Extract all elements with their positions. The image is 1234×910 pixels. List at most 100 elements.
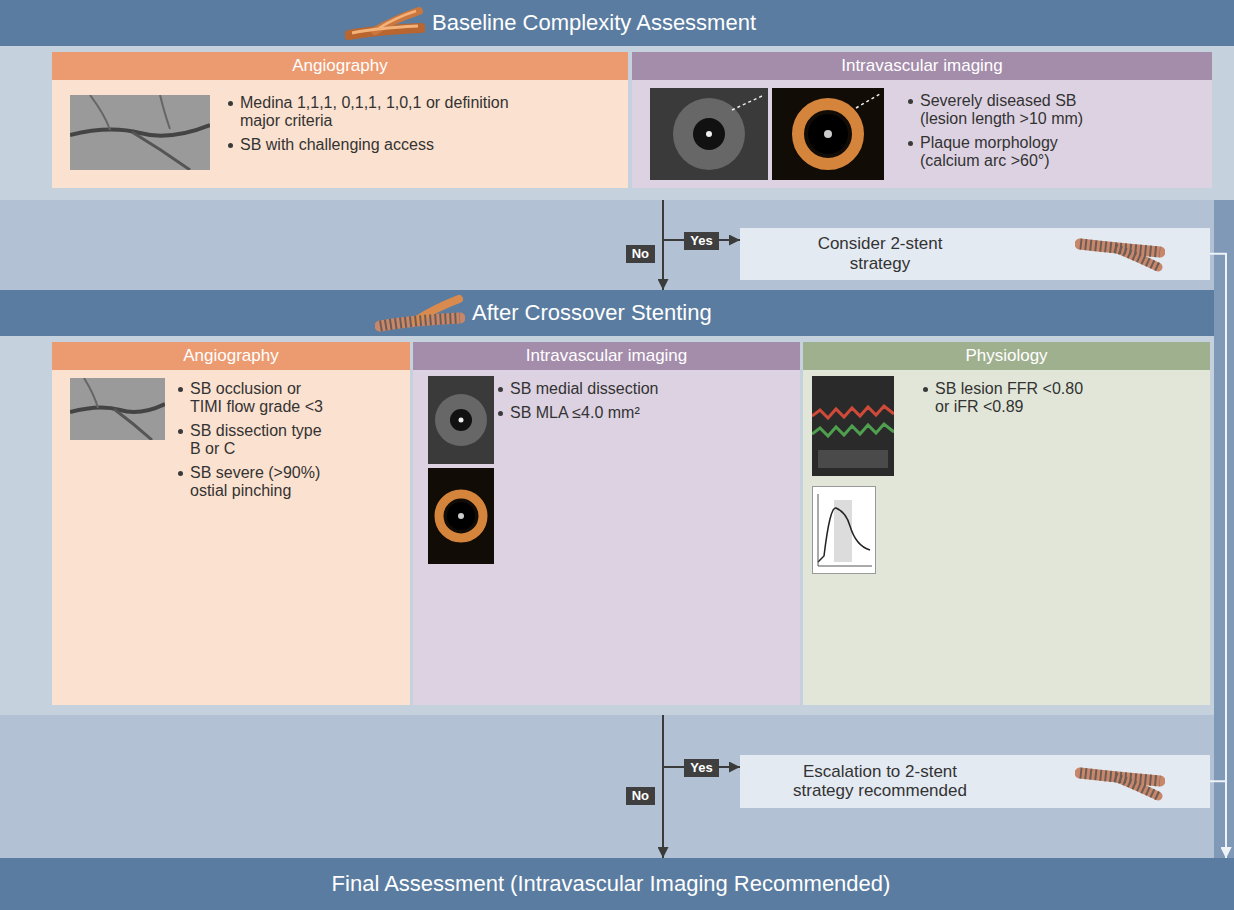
label-text: SB severe (>90%) ostial pinching — [190, 464, 336, 500]
vessel-highlight — [379, 11, 416, 28]
label-text: SB medial dissection — [510, 380, 780, 398]
angiogram-vessel — [84, 378, 98, 408]
ivus-catheter — [459, 418, 464, 423]
label-text: Escalation to 2-stent strategy recommend… — [788, 762, 973, 801]
ivus-image — [428, 376, 494, 464]
angiogram-vessel — [90, 95, 110, 130]
bullet-row: SB MLA ≤4.0 mm² — [510, 404, 780, 422]
bullet-dot — [228, 143, 233, 148]
ivus-lumen — [693, 118, 725, 150]
pressure-graph — [812, 486, 876, 574]
oct-wall — [439, 494, 483, 538]
bullet-dot — [923, 387, 928, 392]
bullet-row: SB with challenging access — [240, 136, 540, 154]
bullet-list: SB lesion FFR <0.80 or iFR <0.89 — [935, 380, 1093, 422]
section-band: Baseline Complexity AssessmentAngiograph… — [0, 0, 1234, 200]
angiogram-vessel — [132, 132, 190, 170]
stent-icon — [1075, 232, 1165, 272]
oct-lumen — [447, 502, 475, 530]
oct-ground — [428, 468, 494, 564]
label-text: No — [626, 787, 655, 805]
tracing-panel — [818, 450, 888, 468]
label-text: SB occlusion or TIMI flow grade <3 — [190, 380, 336, 416]
label-text: Consider 2-stent strategy — [805, 234, 955, 273]
label-text: Severely diseased SB (lesion length >10 … — [920, 92, 1105, 128]
oct-catheter — [824, 130, 832, 138]
stent-mesh — [1115, 248, 1158, 267]
angiogram-vessel — [114, 409, 152, 440]
label-text: After Crossover Stenting — [472, 300, 712, 326]
bullet-row: SB lesion FFR <0.80 or iFR <0.89 — [935, 380, 1093, 416]
criteria-panel: Angiography SB occlusion or TIMI flow gra… — [52, 342, 410, 705]
criteria-panel: Intravascular imagingSB medial dissectio… — [413, 342, 800, 705]
ivus-measure — [732, 96, 762, 110]
ivus-catheter — [706, 131, 712, 137]
oct-ground — [772, 88, 884, 180]
angiogram-ground — [70, 95, 210, 170]
label-text: SB dissection type B or C — [190, 422, 336, 458]
bullet-row: Severely diseased SB (lesion length >10 … — [920, 92, 1105, 128]
oct-lumen — [808, 114, 848, 154]
vessel-icon — [345, 5, 425, 41]
connector — [662, 200, 664, 290]
ivus-ground — [650, 88, 768, 180]
oct-catheter — [458, 513, 464, 519]
box-text-holder: Consider 2-stent strategy — [780, 228, 980, 280]
bullet-row: SB occlusion or TIMI flow grade <3 — [190, 380, 336, 416]
ivus-ground — [428, 376, 494, 464]
graph-curve — [818, 508, 870, 562]
bullet-dot — [178, 471, 183, 476]
bullet-row: SB severe (>90%) ostial pinching — [190, 464, 336, 500]
angiogram-image — [70, 378, 165, 440]
bullet-list: SB occlusion or TIMI flow grade <3 SB dis… — [190, 380, 336, 505]
decision-result-box: Consider 2-stent strategy — [740, 228, 1210, 280]
bullet-dot — [908, 141, 913, 146]
bullet-row: Plaque morphology (calcium arc >60°) — [920, 134, 1105, 170]
label-text: Final Assessment (Intravascular Imaging … — [332, 871, 891, 897]
stent-mesh — [380, 318, 460, 326]
stent-vessel-icon — [375, 294, 465, 334]
decision-result-box: Escalation to 2-stent strategy recommend… — [740, 755, 1210, 808]
criteria-panel: Physiology SB lesion FFR <0.80 or iFR <0.… — [803, 342, 1210, 705]
label-text: No — [626, 245, 655, 263]
stent-icon — [1075, 761, 1165, 801]
bullet-list: Medina 1,1,1, 0,1,1, 1,0,1 or definition… — [240, 94, 540, 160]
bullet-list: Severely diseased SB (lesion length >10 … — [920, 92, 1105, 176]
angiogram-vessel — [160, 95, 170, 129]
ivus-image — [650, 88, 768, 180]
oct-measure — [856, 94, 880, 108]
ivus-lumen — [450, 409, 472, 431]
bullet-dot — [178, 429, 183, 434]
bullet-list: SB medial dissection SB MLA ≤4.0 mm² — [510, 380, 780, 428]
label-text: Intravascular imaging — [632, 52, 1212, 80]
edge-label-holder: No — [626, 786, 655, 805]
tracing-ground — [812, 376, 894, 476]
edge-label-holder: Yes — [684, 231, 718, 250]
graph-ground — [813, 487, 876, 574]
label-text: Angiography — [52, 342, 410, 370]
section-band: After Crossover StentingAngiography SB oc… — [0, 290, 1214, 715]
angiogram-image — [70, 95, 210, 170]
label-text: Plaque morphology (calcium arc >60°) — [920, 134, 1105, 170]
header-band: After Crossover Stenting — [0, 290, 1214, 336]
bullet-dot — [178, 387, 183, 392]
ivus-plaque — [435, 394, 487, 446]
oct-wall — [798, 104, 858, 164]
bullet-dot — [498, 411, 503, 416]
stent-trunk — [380, 318, 460, 326]
bullet-row: SB dissection type B or C — [190, 422, 336, 458]
label-text: Physiology — [803, 342, 1210, 370]
label-text: SB lesion FFR <0.80 or iFR <0.89 — [935, 380, 1093, 416]
connector — [1210, 781, 1226, 858]
label-text: SB with challenging access — [240, 136, 540, 154]
criteria-panel: Intravascular imagingSeverely diseased S… — [632, 52, 1212, 188]
edge-label-holder: No — [626, 244, 655, 263]
angiogram-vessel — [70, 125, 210, 136]
vessel-branch — [415, 299, 459, 321]
bullet-dot — [498, 387, 503, 392]
oct-image — [772, 88, 884, 180]
label-text: SB MLA ≤4.0 mm² — [510, 404, 780, 422]
label-text: Yes — [684, 759, 718, 777]
header-band: Baseline Complexity Assessment — [0, 0, 1234, 46]
